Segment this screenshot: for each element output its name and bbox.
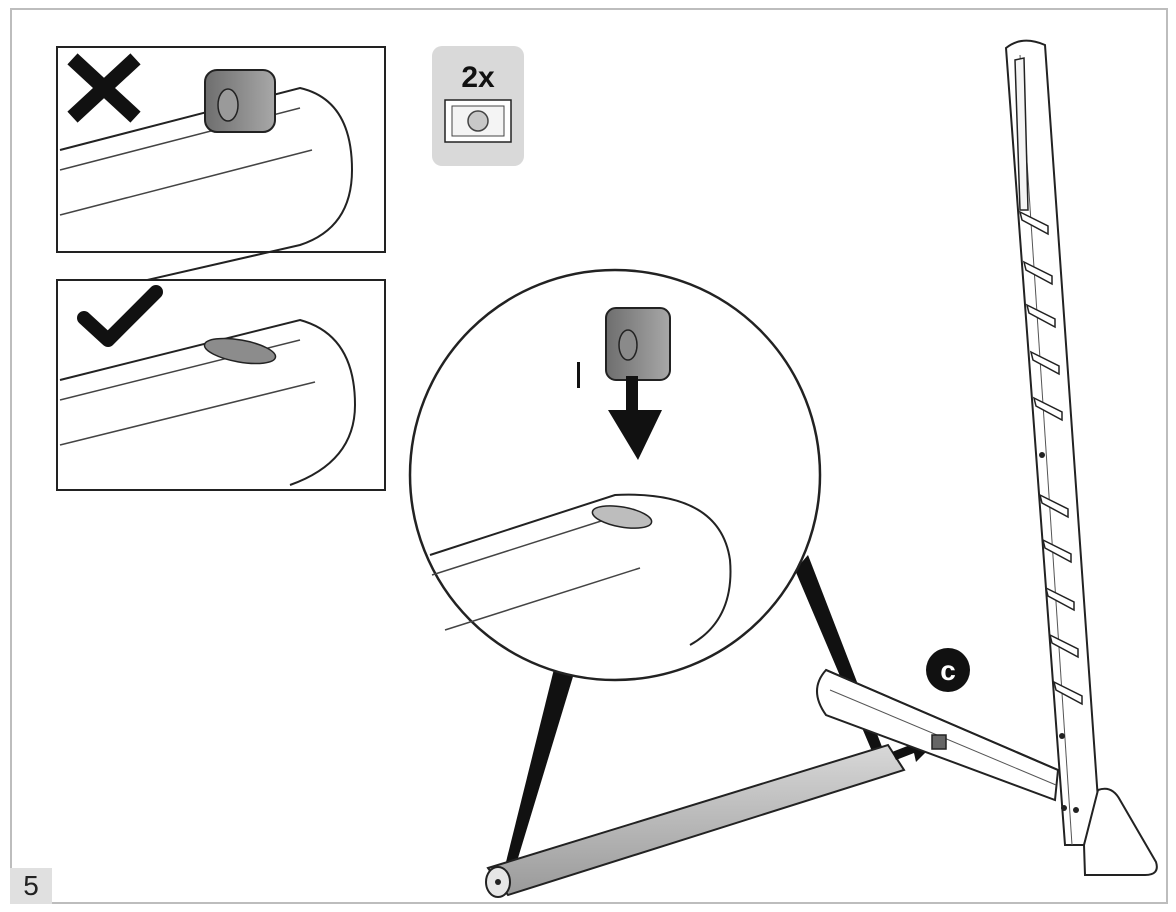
callout-letter: c	[940, 655, 956, 686]
quantity-label: 2x	[461, 61, 495, 94]
magnified-detail-circle	[408, 268, 822, 682]
quantity-box: 2x	[432, 46, 524, 166]
instruction-frame	[10, 8, 1168, 904]
insert-down-arrow-icon	[608, 376, 662, 460]
plug-part	[605, 307, 671, 381]
wrong-detail-panel	[56, 46, 386, 301]
small-mark	[577, 362, 580, 388]
cross-icon	[67, 53, 141, 123]
bed-frame-part	[816, 39, 1158, 876]
step-number: 5	[10, 868, 52, 904]
checkmark-icon	[77, 285, 163, 347]
callout-badge: c	[926, 648, 970, 692]
correct-detail-panel	[56, 279, 386, 491]
frame-slots	[1018, 210, 1083, 706]
plug-target-slot	[591, 505, 653, 529]
plug-raised-part	[204, 69, 276, 133]
rod-part	[485, 743, 906, 898]
round-plug-part-icon	[444, 99, 512, 143]
plug-flush-part	[203, 337, 277, 365]
